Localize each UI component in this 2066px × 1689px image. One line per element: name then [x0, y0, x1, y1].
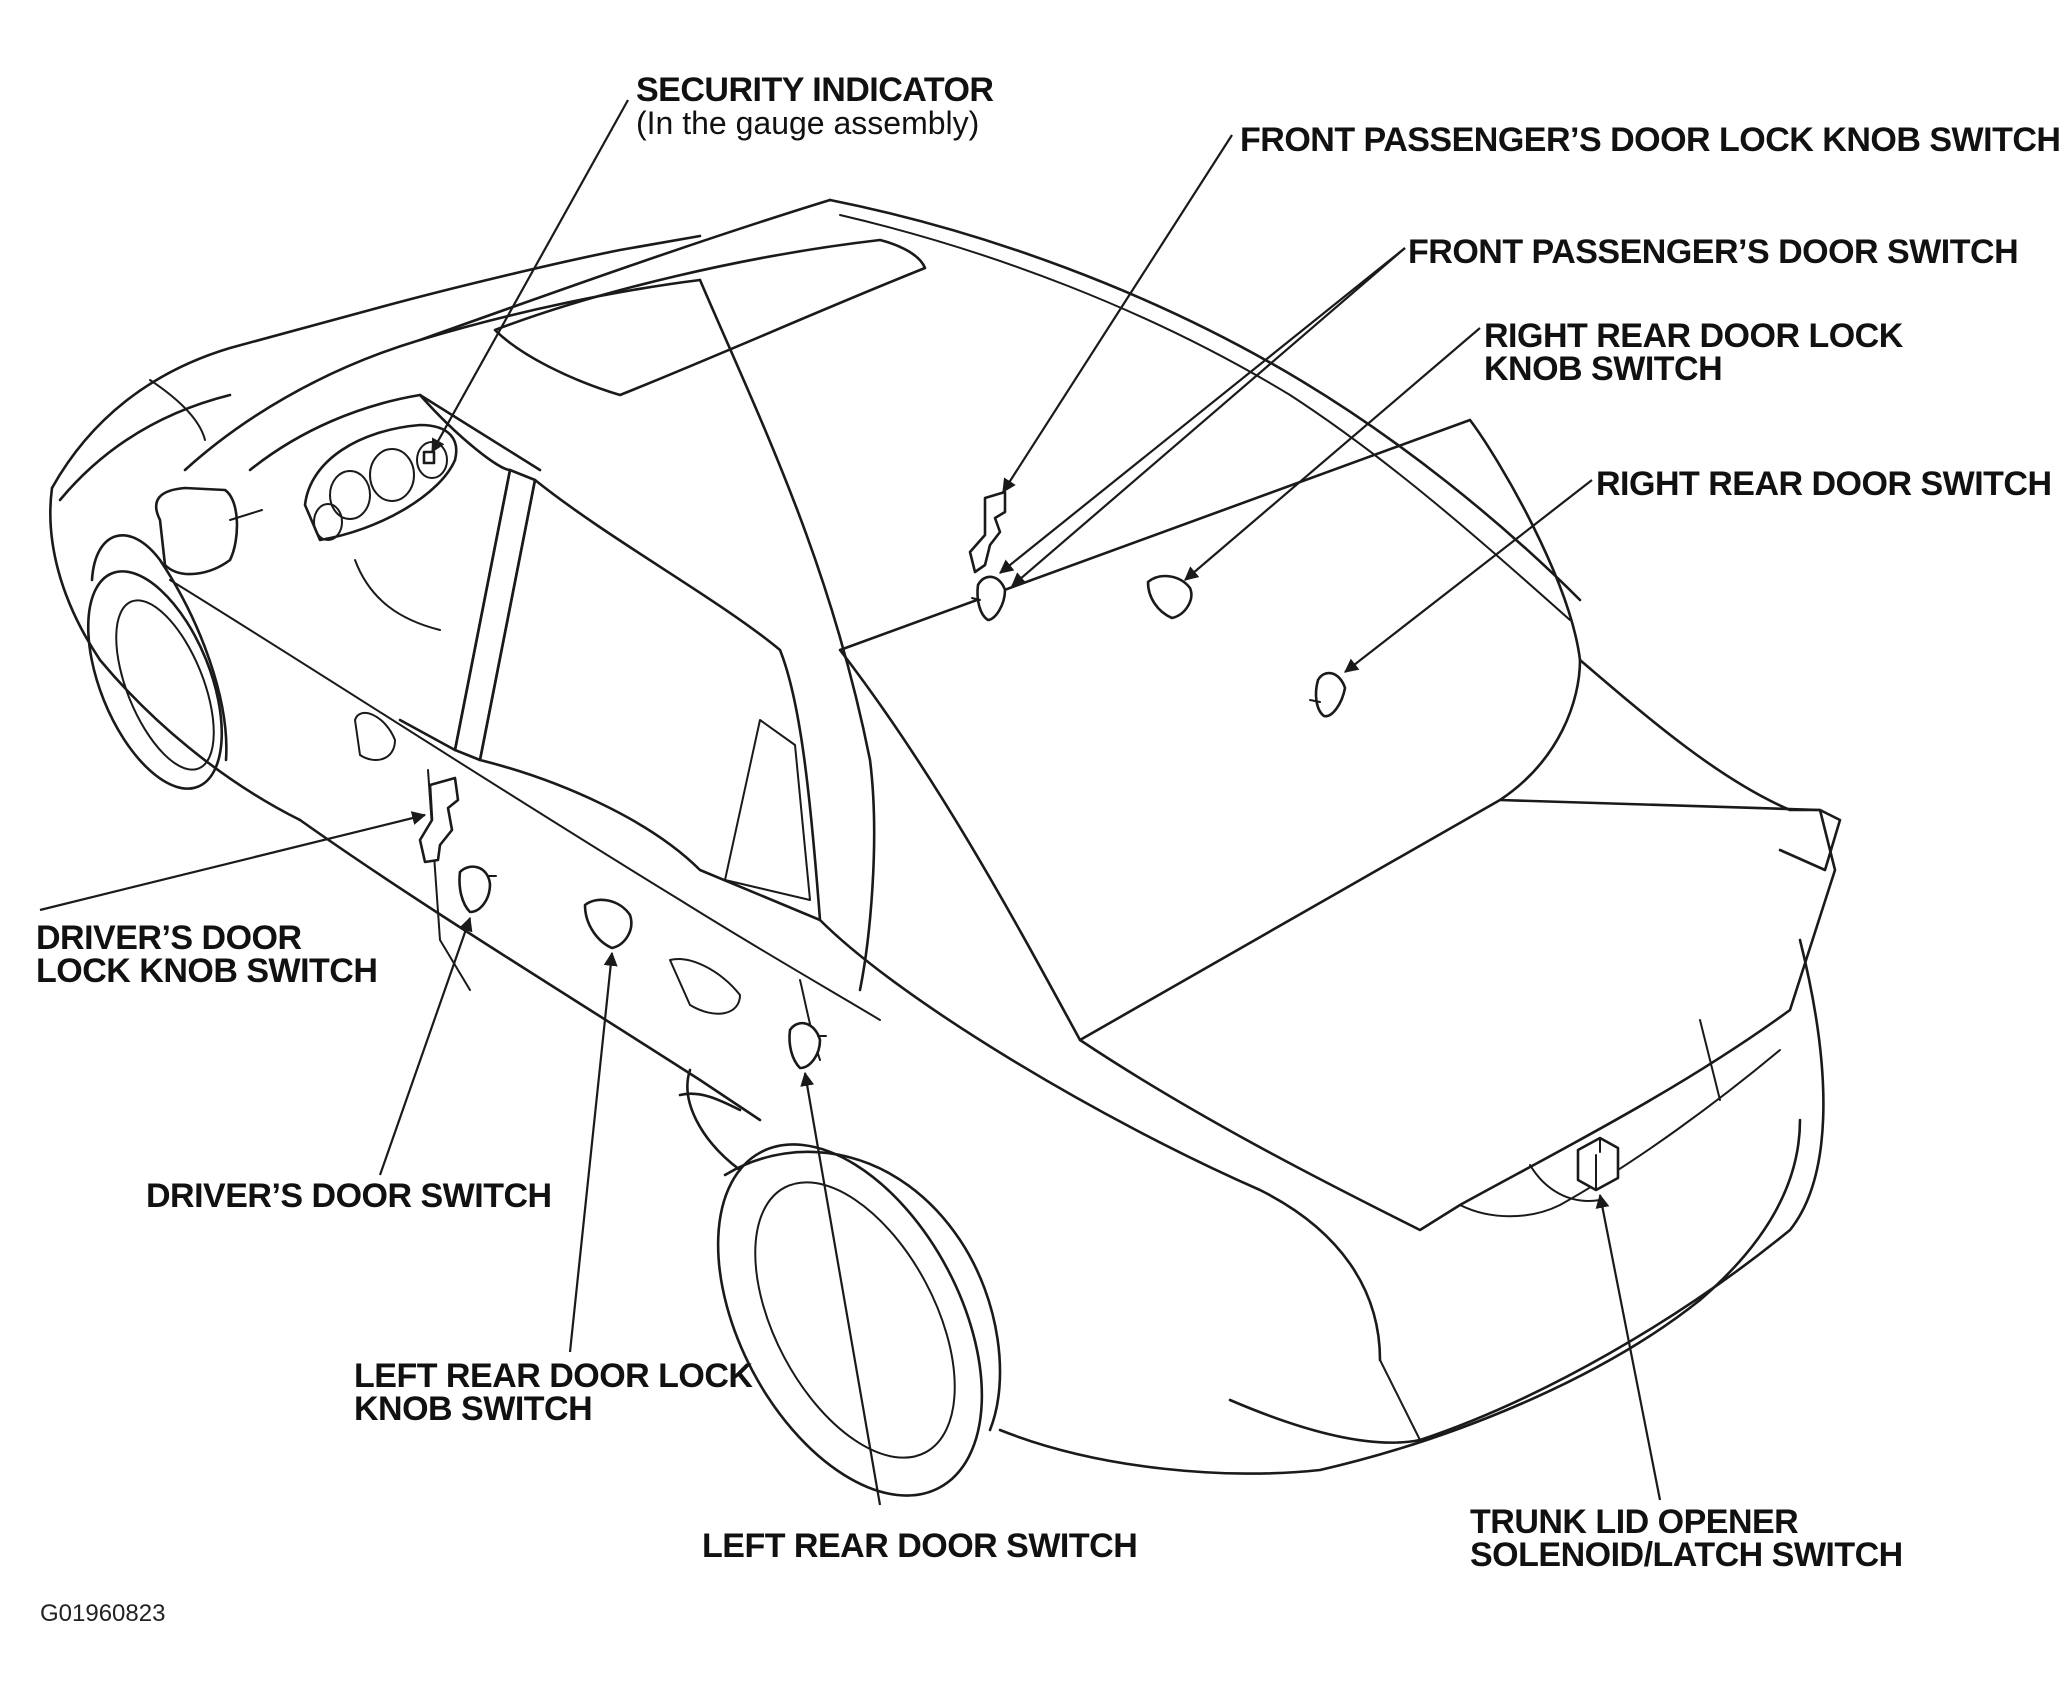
leader-left-rear-lock-knob	[568, 951, 618, 1353]
label-drivers-door-switch-line1: DRIVER’S DOOR SWITCH	[146, 1177, 552, 1215]
left-body-crease	[169, 579, 881, 1021]
label-drivers-door-switch: DRIVER’S DOOR SWITCH	[146, 1177, 552, 1215]
label-trunk-lid-opener-line1: TRUNK LID OPENER	[1470, 1503, 1799, 1541]
rear-wheel-well	[723, 1150, 1002, 1432]
label-left-rear-lock-knob-line2: KNOB SWITCH	[354, 1390, 593, 1428]
license-recess	[1529, 1164, 1601, 1202]
label-trunk-lid-opener: TRUNK LID OPENER SOLENOID/LATCH SWITCH	[1470, 1503, 1903, 1574]
switch-parts	[418, 490, 1620, 1192]
label-left-rear-door-switch: LEFT REAR DOOR SWITCH	[702, 1527, 1138, 1565]
label-security-indicator: SECURITY INDICATOR (In the gauge assembl…	[636, 71, 994, 141]
leader-drivers-lock-knob	[39, 811, 427, 912]
label-front-passenger-lock-knob-line1: FRONT PASSENGER’S DOOR LOCK KNOB SWITCH	[1240, 121, 2061, 159]
roof-right-edge	[839, 214, 1571, 621]
rear-door-window	[478, 478, 822, 922]
label-security-indicator-line1: SECURITY INDICATOR	[636, 71, 994, 109]
rear-door-handle	[669, 958, 741, 1015]
front-wheel	[86, 570, 224, 790]
front-left-lower	[49, 486, 302, 822]
label-drivers-lock-knob-line2: LOCK KNOB SWITCH	[36, 952, 378, 990]
trunk-lid-opener-solenoid	[1576, 1136, 1620, 1192]
rear-quarter-glass	[724, 719, 811, 901]
front-passenger-door-switch	[976, 575, 1007, 622]
taillight-line	[1379, 1019, 1721, 1441]
front-wheel-rim	[115, 599, 215, 771]
label-right-rear-door-switch-line1: RIGHT REAR DOOR SWITCH	[1596, 465, 2052, 503]
windshield-frame	[183, 278, 702, 472]
front-passenger-lock-knob-switch	[968, 490, 1007, 574]
rear-wheel	[716, 1143, 984, 1497]
label-right-rear-lock-knob: RIGHT REAR DOOR LOCK KNOB SWITCH	[1484, 317, 1903, 388]
leader-left-rear-door-switch	[800, 1071, 882, 1506]
leader-trunk-lid-opener	[1595, 1193, 1662, 1501]
sunroof	[493, 238, 927, 397]
trunk-lid-outline	[1078, 798, 1837, 1232]
rear-wheel-rim	[754, 1181, 956, 1459]
label-front-passenger-door-switch-line1: FRONT PASSENGER’S DOOR SWITCH	[1408, 233, 2019, 271]
c-pillar	[698, 278, 876, 992]
front-door-window	[398, 393, 512, 752]
label-right-rear-lock-knob-line1: RIGHT REAR DOOR LOCK	[1484, 317, 1903, 355]
hood-line	[149, 379, 206, 441]
right-rear-lock-knob-switch	[1146, 574, 1193, 620]
leader-right-rear-lock-knob	[1184, 327, 1481, 581]
rear-bumper-lower	[998, 1118, 1802, 1475]
front-wheel-arch	[90, 534, 228, 762]
rear-window	[838, 418, 1582, 1042]
gauge-assembly	[303, 423, 458, 631]
rear-wheel-arch	[678, 1068, 742, 1172]
trunk-crease	[1459, 1049, 1781, 1218]
leader-front-passenger-door-switch-a	[999, 247, 1406, 574]
leader-front-passenger-door-switch-b	[1011, 247, 1406, 587]
roof-top-edge	[828, 198, 1582, 602]
label-security-indicator-line2: (In the gauge assembly)	[636, 105, 980, 141]
label-front-passenger-lock-knob: FRONT PASSENGER’S DOOR LOCK KNOB SWITCH	[1240, 121, 2061, 159]
drivers-door-switch	[458, 865, 492, 914]
trunk-spoiler	[1578, 658, 1842, 872]
leader-front-passenger-lock-knob	[1002, 134, 1233, 493]
leader-lines	[39, 99, 1662, 1506]
b-pillar	[453, 468, 537, 762]
label-left-rear-door-switch-line1: LEFT REAR DOOR SWITCH	[702, 1527, 1138, 1565]
label-right-rear-lock-knob-line2: KNOB SWITCH	[1484, 350, 1723, 388]
side-mirror	[154, 486, 239, 576]
label-drivers-lock-knob: DRIVER’S DOOR LOCK KNOB SWITCH	[36, 919, 378, 990]
drivers-lock-knob-switch	[418, 776, 460, 864]
security-indicator-lamp	[422, 450, 436, 465]
label-drivers-lock-knob-line1: DRIVER’S DOOR	[36, 919, 302, 957]
leader-drivers-door-switch	[378, 916, 473, 1176]
front-hood-outline	[50, 234, 702, 490]
right-rear-door-switch	[1314, 671, 1347, 718]
label-front-passenger-door-switch: FRONT PASSENGER’S DOOR SWITCH	[1408, 233, 2019, 271]
rear-quarter	[818, 918, 1382, 1362]
figure-code: G01960823	[40, 1600, 166, 1627]
left-rear-lock-knob-switch	[583, 898, 633, 950]
label-left-rear-lock-knob: LEFT REAR DOOR LOCK KNOB SWITCH	[354, 1357, 753, 1428]
car-body	[49, 198, 1842, 1497]
rear-bumper	[1228, 938, 1825, 1444]
front-door-handle	[354, 711, 396, 761]
left-side-sill	[298, 818, 762, 1122]
mirror-stem	[229, 509, 263, 521]
roof-left-edge	[418, 198, 832, 342]
label-left-rear-lock-knob-line1: LEFT REAR DOOR LOCK	[354, 1357, 753, 1395]
leader-security-indicator	[431, 99, 629, 454]
label-right-rear-door-switch: RIGHT REAR DOOR SWITCH	[1596, 465, 2052, 503]
hood-crease	[58, 393, 232, 502]
leader-right-rear-door-switch	[1344, 479, 1593, 673]
label-trunk-lid-opener-line2: SOLENOID/LATCH SWITCH	[1470, 1536, 1903, 1574]
a-pillar	[248, 393, 542, 472]
left-rear-door-switch	[788, 1021, 822, 1070]
